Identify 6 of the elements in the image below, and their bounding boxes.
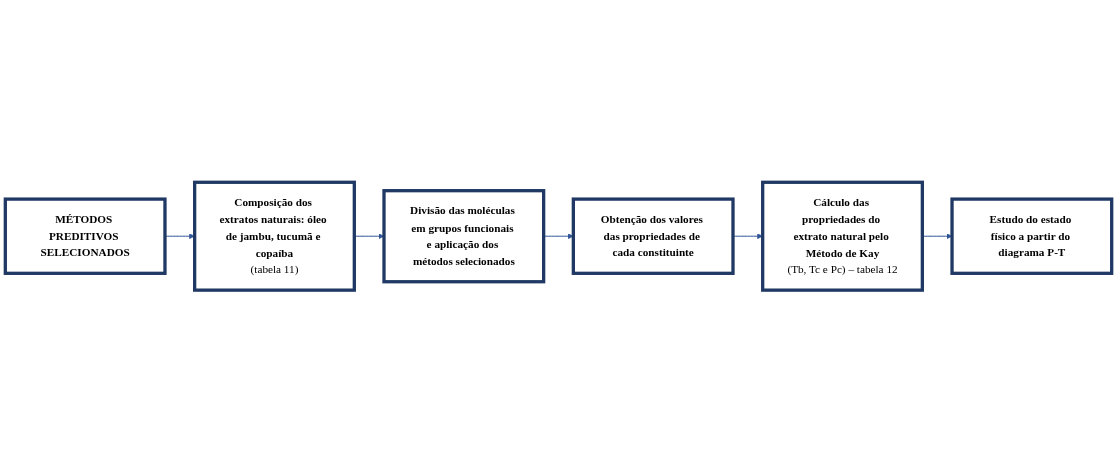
node-box: Composição dos extratos naturais: óleo de jambu, tucumã e copaíba (tabela 11) [193, 180, 356, 292]
node-box: Cálculo das propriedades do extrato natural pelo Método de Kay (Tb, Tc e Pc) – tabela 12 [761, 180, 924, 292]
node-box: Divisão das moléculas em grupos funcionais e aplicação dos métodos selecionados [382, 188, 546, 284]
node-box: Estudo do estado físico a partir do diagrama P-T [950, 197, 1114, 275]
node-box: Obtenção dos valores das propriedades de cada constituinte [571, 197, 735, 275]
node-box: MÉTODOS PREDITIVOS SELECIONADOS [3, 197, 167, 275]
